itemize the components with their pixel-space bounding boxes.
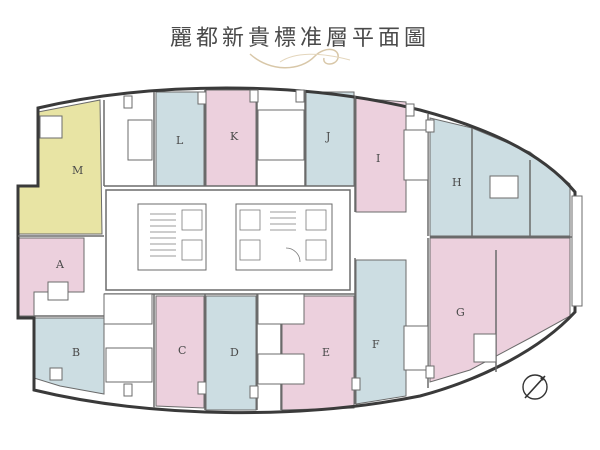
unit-label: K [230, 130, 239, 143]
unit-G [429, 237, 571, 383]
unit-I [355, 97, 407, 213]
unit-label: J [325, 130, 330, 143]
bathroom-blocks [39, 109, 519, 385]
unit-label: D [230, 346, 239, 359]
building-outline [16, 86, 577, 415]
north-arrow-icon [522, 374, 548, 400]
unit-label: E [322, 346, 330, 359]
unit-C [155, 295, 205, 409]
plan-title: 麗都新貴標准層平面圖 [169, 26, 430, 51]
unit-label: L [176, 134, 184, 147]
unit-F [355, 259, 407, 405]
unit-label: F [372, 338, 380, 351]
unit-D [205, 295, 257, 411]
stair-right [235, 203, 333, 271]
unit-label: G [456, 306, 465, 319]
unit-label: C [178, 344, 186, 357]
unit-label: A [55, 258, 65, 271]
unit-label: I [376, 152, 380, 165]
unit-label: B [72, 346, 80, 359]
columns [123, 89, 583, 399]
title-flourish-icon [249, 48, 351, 69]
unit-label: H [452, 176, 462, 189]
stair-left [137, 203, 207, 271]
unit-label: M [72, 164, 83, 177]
core-details [150, 209, 327, 263]
